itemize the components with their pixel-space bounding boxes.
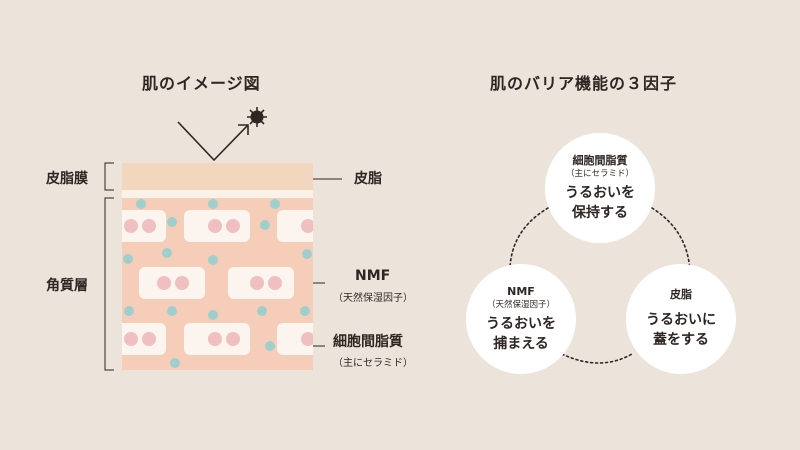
corneocyte	[228, 267, 294, 299]
factor-line1: うるおいを	[486, 315, 556, 332]
skin-diagram-title: 肌のイメージ図	[142, 74, 261, 93]
factor-circle-sebum: 皮脂 うるおいに 蓋をする	[626, 264, 736, 374]
moisture-dot	[208, 310, 218, 320]
lipid-callout: 細胞間脂質	[333, 334, 403, 350]
moisture-dot	[136, 199, 146, 209]
nmf-callout: NMF	[355, 268, 391, 284]
corneocyte	[184, 210, 250, 242]
factor-line2: 蓋をする	[653, 332, 709, 348]
factor-head: 皮脂	[670, 288, 692, 301]
moisture-dot	[260, 220, 270, 230]
moisture-dot	[124, 306, 134, 316]
lipid-callout-sub: （主にセラミド）	[333, 358, 413, 369]
sun-icon	[247, 107, 267, 127]
stratum-corneum-label: 角質層	[46, 278, 88, 294]
corneocyte	[184, 323, 250, 355]
light-reflection-arrow	[177, 121, 249, 162]
factor-line1: うるおいを	[565, 184, 635, 201]
moisture-dot	[123, 254, 133, 264]
moisture-dot	[167, 306, 177, 316]
factor-circle-lipid: 細胞間脂質 （主にセラミド） うるおいを 保持する	[545, 133, 655, 243]
moisture-dot	[208, 199, 218, 209]
moisture-dot	[302, 249, 312, 259]
factor-circle-nmf: NMF （天然保湿因子） うるおいを 捕まえる	[466, 264, 576, 374]
corneocyte	[277, 210, 313, 242]
sebum-layer	[122, 163, 313, 190]
factor-head: NMF	[507, 284, 535, 298]
nmf-callout-sub: （天然保湿因子）	[333, 293, 413, 304]
moisture-dot	[167, 217, 177, 227]
barrier-function-title: 肌のバリア機能の３因子	[490, 74, 678, 93]
corneocyte	[122, 323, 166, 355]
factor-line2: 保持する	[572, 204, 628, 221]
factor-sub: （天然保湿因子）	[486, 299, 555, 310]
moisture-dot	[208, 255, 218, 265]
factor-line1: うるおいに	[646, 312, 716, 328]
sebum-callout: 皮脂	[354, 171, 382, 187]
factor-head: 細胞間脂質	[572, 153, 628, 167]
corneocyte	[139, 267, 205, 299]
moisture-dot	[300, 306, 310, 316]
layer-gap	[122, 190, 313, 198]
moisture-dot	[170, 358, 180, 368]
moisture-dot	[270, 199, 280, 209]
factor-sub: （主にセラミド）	[565, 168, 634, 179]
moisture-dot	[257, 306, 267, 316]
moisture-dot	[162, 248, 172, 258]
factor-line2: 捕まえる	[493, 335, 549, 352]
corneum-bracket	[104, 197, 114, 371]
stratum-corneum	[122, 198, 313, 370]
sebum-membrane-label: 皮脂膜	[46, 171, 88, 187]
arrow-head	[238, 124, 249, 135]
sebum-bracket	[104, 162, 114, 191]
moisture-dot	[265, 341, 275, 351]
corneocyte	[277, 323, 313, 355]
corneocyte	[122, 210, 166, 242]
